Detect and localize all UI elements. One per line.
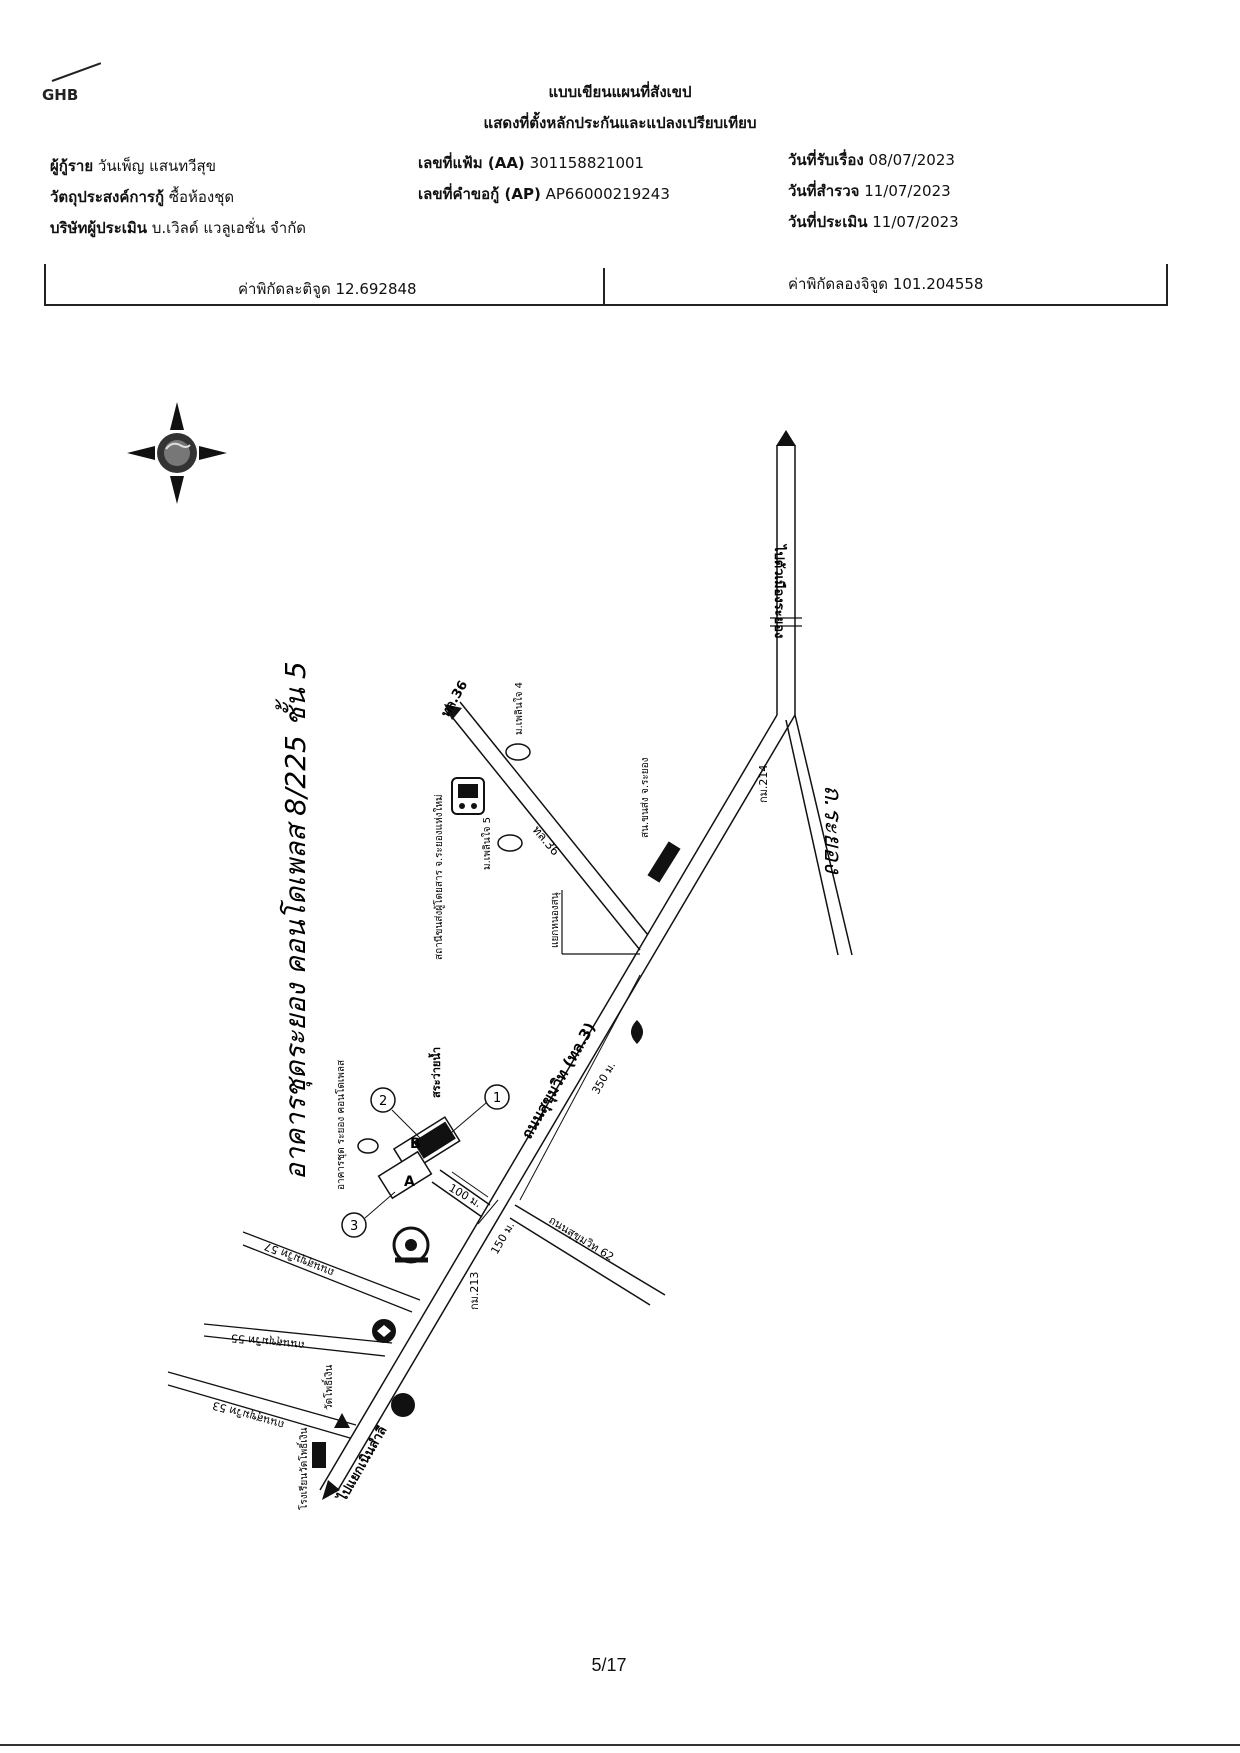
page-bottom-border	[0, 1744, 1240, 1746]
appraiser-value: บ.เวิลด์ แวลูเอชั่น จำกัด	[151, 219, 307, 237]
latitude-value: 12.692848	[335, 280, 417, 298]
label-junction: แยกหนองสนุ	[550, 892, 561, 948]
file-no-label: เลขที่แฟ้ม (AA)	[418, 154, 525, 172]
purpose-row: วัตถุประสงค์การกู้ ซื้อห้องชุด	[50, 185, 234, 209]
borrower-row: ผู้กู้ราย วันเพ็ญ แสนทวีสุข	[50, 154, 216, 178]
gas-station-icon	[631, 1020, 643, 1044]
page-number: 5/17	[591, 1655, 627, 1675]
document-subtitle: แสดงที่ตั้งหลักประกันและแปลงเปรียบเทียบ	[483, 114, 757, 132]
label-km213: กม.213	[468, 1272, 481, 1310]
sukhumvit-road	[319, 714, 796, 1500]
label-road-36-top: ทล.36	[438, 678, 471, 720]
arrow-down-left-icon	[322, 1480, 340, 1500]
label-soi-55: ถนนสุขุมวิท 55	[230, 1331, 305, 1352]
arrow-up-icon	[776, 430, 796, 446]
coordinates-box	[44, 264, 1168, 306]
soi-57-road	[242, 1231, 421, 1313]
handwritten-condo-note: อาคารชุดระยอง คอนโดเพลส 8/225 ชั้น 5	[275, 661, 313, 1180]
government-office-icon	[647, 841, 681, 883]
survey-date-label: วันที่สำรวจ	[788, 182, 860, 200]
marker-1: 1	[444, 1084, 510, 1139]
village-5-icon	[497, 834, 523, 852]
coordinates-divider	[603, 268, 605, 304]
request-no-row: เลขที่คำขอกู้ (AP) AP66000219243	[418, 182, 670, 206]
received-date-row: วันที่รับเรื่อง 08/07/2023	[788, 148, 955, 172]
building-a-label: A	[404, 1174, 415, 1190]
road-36	[444, 701, 649, 955]
label-school: โรงเรียนวัดโพธิ์เงิน	[296, 1427, 310, 1510]
ghb-logo: GHB	[42, 86, 79, 104]
longitude: ค่าพิกัดลองจิจูด 101.204558	[788, 272, 983, 296]
label-village-5: ม.เพลินใจ 5	[481, 817, 493, 870]
file-no-row: เลขที่แฟ้ม (AA) 301158821001	[418, 151, 644, 175]
restaurant-icon	[391, 1393, 415, 1417]
label-village-4: ม.เพลินใจ 4	[513, 682, 525, 735]
label-soi-53: ถนนสุขุมวิท 53	[211, 1399, 286, 1432]
purpose-label: วัตถุประสงค์การกู้	[50, 188, 165, 206]
village-4-icon	[505, 743, 531, 761]
temple-icon	[334, 1413, 350, 1428]
longitude-label: ค่าพิกัดลองจิจูด	[788, 275, 889, 293]
distance-150-line	[477, 1199, 499, 1225]
label-bus-terminal: สถานีขนส่งผู้โดยสาร จ.ระยองแห่งใหม่	[432, 794, 445, 960]
arrow-up-left-icon	[444, 704, 462, 720]
latitude-label: ค่าพิกัดละติจูด	[238, 280, 331, 298]
marker-2-label: 2	[379, 1094, 387, 1109]
school-icon	[312, 1442, 326, 1468]
request-no-label: เลขที่คำขอกู้ (AP)	[418, 185, 541, 203]
label-km214: กม.214	[757, 765, 770, 803]
appraiser-row: บริษัทผู้ประเมิน บ.เวิลด์ แวลูเอชั่น จำก…	[50, 216, 306, 240]
building-b-label: B	[410, 1136, 421, 1152]
label-wat: วัดโพธิ์เงิน	[321, 1365, 335, 1410]
marker-3-label: 3	[350, 1219, 358, 1234]
borrower-value: วันเพ็ญ แสนทวีสุข	[97, 157, 216, 175]
borrower-label: ผู้กู้ราย	[50, 157, 94, 175]
condo-access-road	[431, 1169, 491, 1218]
shell-station-icon	[372, 1319, 396, 1343]
condo-building-a	[377, 1150, 433, 1200]
car-dealer-icon	[392, 1226, 430, 1264]
appraiser-label: บริษัทผู้ประเมิน	[50, 219, 148, 237]
label-soi-57: ถนนสุขุมวิท 57	[263, 1239, 337, 1279]
road-to-rayong-city	[770, 430, 802, 715]
soi-53-road	[167, 1371, 357, 1439]
compass-icon	[127, 402, 227, 504]
distance-100-line	[451, 1171, 489, 1198]
received-date-label: วันที่รับเรื่อง	[788, 151, 864, 169]
car-icon	[357, 1138, 379, 1154]
handwritten-road-note: ถ.ระยอง	[819, 785, 847, 875]
longitude-value: 101.204558	[892, 275, 984, 293]
request-no-value: AP66000219243	[545, 185, 670, 203]
document-title: แบบเขียนแผนที่สังเขป	[548, 83, 692, 101]
appraisal-date-value: 11/07/2023	[872, 213, 959, 231]
label-to-rayong-city: ไปตัวเมืองระยอง	[771, 543, 788, 638]
received-date-value: 08/07/2023	[868, 151, 955, 169]
road-rayong-branch	[785, 714, 853, 956]
label-condo-name: อาคารชุด ระยอง คอนโดเพลส	[334, 1060, 347, 1190]
label-sukhumvit: ถนนสุขุมวิท (ทล.3)	[518, 1019, 600, 1142]
bus-terminal-icon	[451, 777, 485, 815]
appraisal-date-label: วันที่ประเมิน	[788, 213, 868, 231]
soi-55-road	[203, 1323, 393, 1357]
label-rayong-office: สน.ขนส่ง จ.ระยอง	[640, 757, 651, 838]
marker-3: 3	[341, 1191, 396, 1238]
appraisal-date-row: วันที่ประเมิน 11/07/2023	[788, 210, 959, 234]
label-road-36-mid: ทล.36	[530, 823, 563, 858]
purpose-value: ซื้อห้องชุด	[168, 188, 235, 206]
file-no-value: 301158821001	[529, 154, 645, 172]
marker-2: 2	[370, 1087, 421, 1139]
distance-350-line	[519, 974, 641, 1201]
label-pool: สระว่ายน้ำ	[428, 1047, 443, 1098]
survey-date-row: วันที่สำรวจ 11/07/2023	[788, 179, 951, 203]
label-150m: 150 ม.	[488, 1219, 517, 1256]
latitude: ค่าพิกัดละติจูด 12.692848	[238, 277, 417, 301]
soi-62-road	[509, 1204, 666, 1306]
label-350m: 350 ม.	[589, 1059, 618, 1096]
label-soi-62: ถนนสุขุมวิท 62	[546, 1214, 616, 1264]
marker-1-label: 1	[493, 1091, 501, 1106]
survey-date-value: 11/07/2023	[864, 182, 951, 200]
